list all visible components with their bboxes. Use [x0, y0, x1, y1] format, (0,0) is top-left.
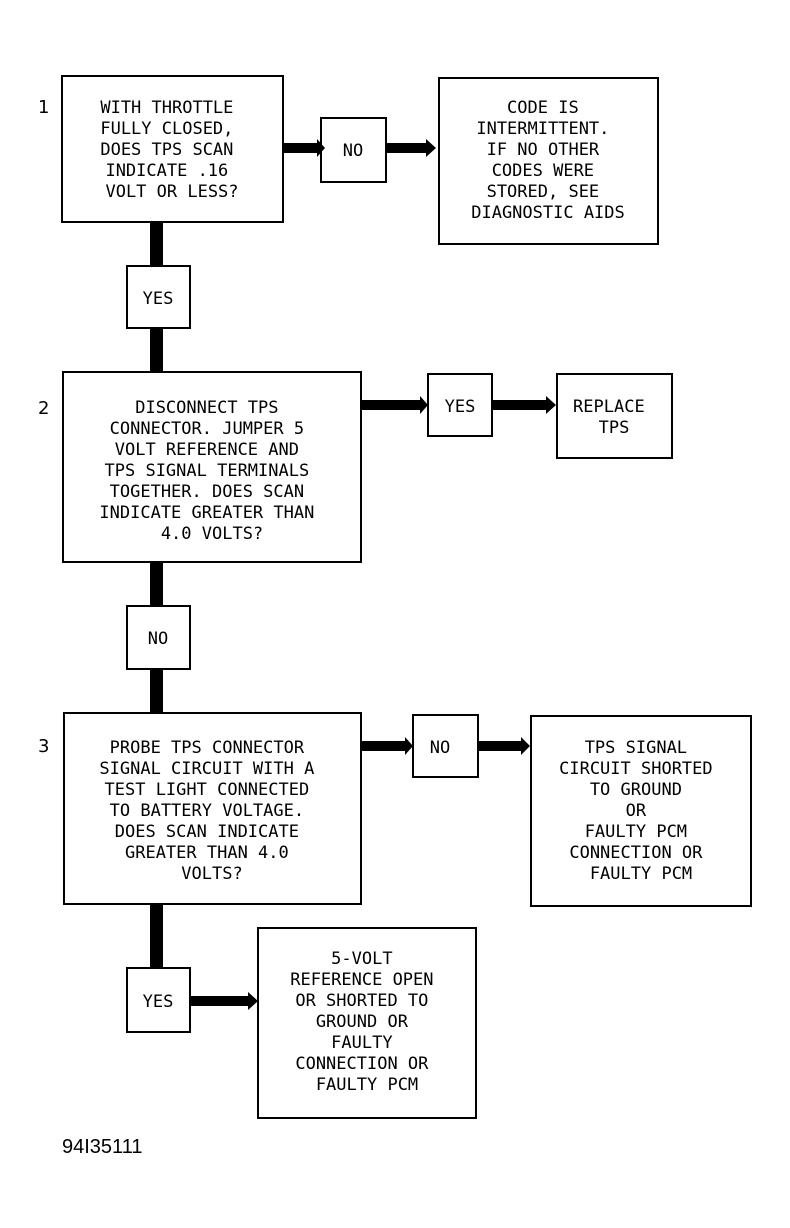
step-2-yes-label: YES	[445, 397, 476, 417]
figure-id: 94I35111	[62, 1136, 142, 1158]
step-1-yes-label: YES	[143, 289, 174, 309]
step-2-yes-result: REPLACE TPS	[573, 397, 655, 438]
connector-2-yes	[361, 400, 421, 410]
connector-2-no	[150, 562, 163, 606]
step-3-box	[63, 712, 362, 905]
connector-3-no-result	[478, 741, 522, 751]
connector-1-no	[283, 143, 317, 153]
step-2-no-label: NO	[148, 629, 168, 649]
arrowhead	[420, 396, 428, 414]
step-2-yes-box	[427, 373, 493, 437]
connector-2-yes-result	[492, 400, 546, 410]
step-3-yes-label: YES	[143, 992, 174, 1012]
connector-2-no-step3	[150, 669, 163, 713]
step-2-no-box	[126, 605, 191, 670]
connector-3-yes-result	[191, 996, 249, 1006]
step-1-result-box	[438, 77, 659, 245]
step-1-no-result: CODE IS INTERMITTENT. IF NO OTHER CODES …	[471, 98, 625, 223]
step-3-no-box	[412, 714, 479, 778]
step-1-no-box	[320, 117, 387, 183]
step-1-question: WITH THROTTLE FULLY CLOSED, DOES TPS SCA…	[100, 98, 243, 202]
connector-1-yes-step2	[150, 328, 163, 372]
connector-1-yes	[150, 222, 163, 266]
step-number: 3	[38, 736, 49, 757]
step-number: 1	[38, 97, 49, 118]
arrowhead	[426, 139, 436, 157]
step-1-yes-box	[126, 265, 191, 329]
arrowhead	[521, 737, 530, 755]
boxes	[61, 75, 752, 1119]
connectors	[150, 139, 556, 1010]
step-2-question: DISCONNECT TPS CONNECTOR. JUMPER 5 VOLT …	[99, 398, 324, 544]
step-1-box	[61, 75, 284, 223]
arrowhead	[546, 396, 556, 414]
step-3-result-box	[530, 715, 752, 907]
step-3-no-label: NO	[430, 738, 450, 758]
arrowhead	[405, 737, 413, 755]
step-2-result-box	[556, 373, 673, 459]
step-3-no-result: TPS SIGNAL CIRCUIT SHORTED TO GROUND OR …	[559, 738, 723, 884]
step-2-box	[62, 371, 362, 563]
arrowhead	[248, 992, 258, 1010]
step-3-yes-box	[126, 967, 191, 1033]
step-3-yes-result-box	[257, 927, 477, 1119]
step-1-no-label: NO	[343, 141, 363, 161]
connector-3-no	[361, 741, 406, 751]
step-3-yes-result: 5-VOLT REFERENCE OPEN OR SHORTED TO GROU…	[290, 949, 444, 1095]
connector-3-yes	[150, 904, 163, 968]
connector-1-no-result	[386, 143, 426, 153]
step-3-question: PROBE TPS CONNECTOR SIGNAL CIRCUIT WITH …	[99, 738, 324, 884]
step-number: 2	[38, 398, 49, 419]
